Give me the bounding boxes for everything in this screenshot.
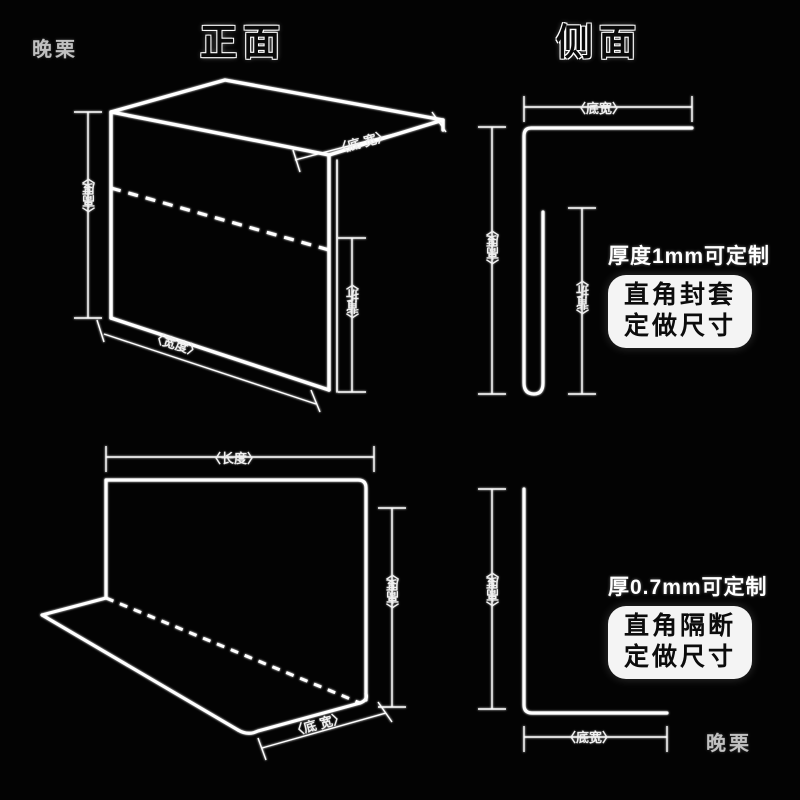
front-top-dim-width (96, 319, 321, 413)
front-bottom-3d-shelf (40, 478, 368, 735)
label-front-top-back-fold: 〈背折〉 (346, 278, 361, 326)
label-side-bottom-bottom-width: 〈底宽〉 (563, 730, 616, 745)
watermark-top-left: 晚栗 (32, 39, 78, 61)
badge-line-1: 直角隔断 (624, 612, 737, 640)
side-bottom-dim-bottom-width (523, 726, 668, 752)
note-thickness-top: 厚度1mm可定制 (608, 245, 771, 268)
badge-line-2: 定做尺寸 (624, 642, 737, 671)
front-top-hidden-edge (110, 186, 330, 252)
front-bottom-dim-bottom-width (257, 701, 393, 761)
side-bottom-l-profile (522, 487, 669, 715)
badge-right-angle-divider: 直角隔断 定做尺寸 (608, 606, 753, 679)
front-bottom-hidden-fold (105, 596, 361, 705)
label-side-top-bottom-width: 〈底宽〉 (573, 101, 626, 116)
label-front-bottom-length: 〈长度〉 (208, 451, 261, 466)
front-bottom-dim-height (378, 507, 406, 708)
front-top-dim-back-fold (338, 237, 366, 393)
label-side-bottom-height: 〈高度〉 (486, 566, 501, 614)
badge-right-angle-cover: 直角封套 定做尺寸 (608, 275, 753, 348)
front-bottom-dim-length (105, 446, 375, 472)
title-side-view: 侧面 (556, 22, 642, 63)
front-top-dim-height (74, 111, 102, 319)
label-side-top-height: 〈高度〉 (486, 224, 501, 272)
label-front-bottom-height: 〈高度〉 (386, 568, 401, 616)
label-side-top-back-fold: 〈背折〉 (576, 274, 591, 322)
note-thickness-bottom: 厚0.7mm可定制 (608, 576, 768, 599)
front-top-3d-box (109, 78, 445, 392)
side-top-j-profile (522, 126, 694, 396)
side-top-dim-height (478, 126, 506, 395)
front-top-dim-bottom-width (292, 111, 447, 173)
badge-line-1: 直角封套 (624, 281, 737, 309)
title-front-view: 正面 (200, 22, 286, 63)
side-bottom-dim-height (478, 488, 506, 710)
watermark-bottom-right: 晚栗 (706, 733, 752, 755)
badge-line-2: 定做尺寸 (624, 311, 737, 340)
side-top-dim-bottom-width (523, 96, 693, 122)
label-front-top-height: 〈高度〉 (82, 172, 97, 220)
side-top-dim-back-fold (568, 207, 596, 395)
